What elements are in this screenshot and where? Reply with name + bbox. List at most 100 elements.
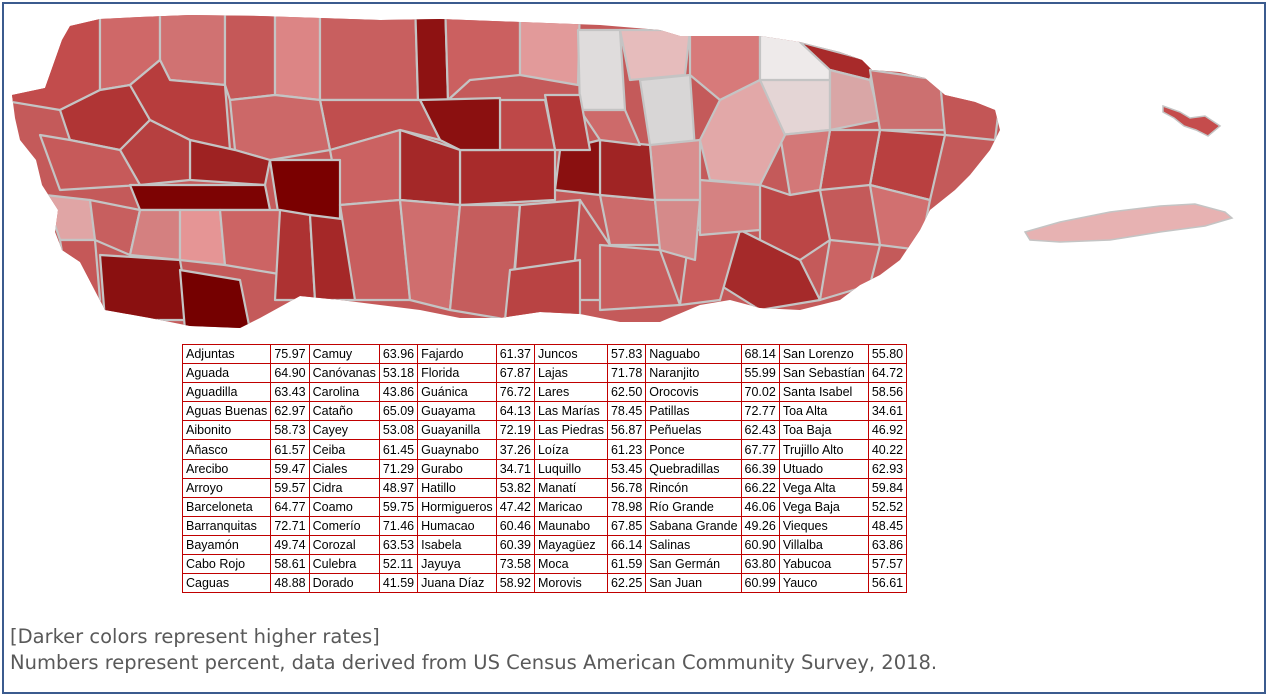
map-region bbox=[653, 198, 702, 262]
map-region bbox=[598, 193, 662, 247]
municipality-name: Culebra bbox=[308, 554, 380, 575]
municipality-name: Naranjito bbox=[645, 363, 742, 384]
municipality-value: 58.73 bbox=[270, 420, 310, 441]
map-region bbox=[578, 108, 642, 147]
municipality-value: 56.78 bbox=[606, 477, 647, 498]
municipality-value: 70.02 bbox=[740, 382, 780, 403]
municipality-value: 63.86 bbox=[867, 534, 908, 556]
municipality-name: Toa Baja bbox=[778, 420, 869, 441]
municipality-name: Barranquitas bbox=[181, 515, 272, 536]
municipality-name: Río Grande bbox=[645, 496, 742, 517]
municipality-value: 52.52 bbox=[867, 496, 908, 517]
municipality-name: Cataño bbox=[308, 401, 380, 422]
municipality-name: Cayey bbox=[308, 420, 380, 441]
municipality-value: 61.23 bbox=[606, 439, 647, 460]
map-region bbox=[178, 208, 227, 267]
municipality-value: 55.80 bbox=[867, 343, 908, 365]
municipality-name: Bayamón bbox=[181, 534, 272, 556]
map-region bbox=[518, 15, 582, 87]
municipality-value: 59.84 bbox=[867, 477, 908, 498]
map-region bbox=[58, 238, 102, 302]
municipality-value: 53.08 bbox=[378, 420, 419, 441]
puerto-rico-choropleth-map bbox=[12, 15, 1234, 328]
municipality-value: 48.97 bbox=[378, 477, 419, 498]
map-region bbox=[12, 15, 102, 112]
municipality-name: Naguabo bbox=[645, 343, 742, 365]
municipality-value: 63.96 bbox=[378, 343, 419, 365]
map-region bbox=[868, 68, 947, 132]
municipality-name: Caguas bbox=[181, 573, 272, 594]
municipality-name: Guayama bbox=[417, 401, 497, 422]
municipality-name: Salinas bbox=[645, 534, 742, 556]
municipality-name: San Juan bbox=[645, 573, 742, 594]
municipality-value: 62.50 bbox=[606, 382, 647, 403]
municipality-value: 58.61 bbox=[270, 554, 310, 575]
municipality-value: 48.45 bbox=[867, 515, 908, 536]
municipality-value: 53.18 bbox=[378, 363, 419, 384]
municipality-name: Morovis bbox=[533, 573, 608, 594]
municipality-name: Yauco bbox=[778, 573, 869, 594]
municipality-value: 63.53 bbox=[378, 534, 419, 556]
municipality-name: Juana Díaz bbox=[417, 573, 497, 594]
municipality-name: Aibonito bbox=[181, 420, 272, 441]
municipality-name: Villalba bbox=[778, 534, 869, 556]
municipality-name: Arroyo bbox=[181, 477, 272, 498]
municipality-name: Maricao bbox=[533, 496, 608, 517]
map-region bbox=[223, 15, 277, 102]
municipality-name: Comerío bbox=[308, 515, 380, 536]
map-region bbox=[576, 28, 627, 112]
municipality-name: Aguada bbox=[181, 363, 272, 384]
map-region bbox=[818, 238, 882, 302]
municipality-value: 63.80 bbox=[740, 554, 780, 575]
municipality-name: Gurabo bbox=[417, 458, 497, 479]
municipality-value: 71.29 bbox=[378, 458, 419, 479]
municipality-name: Fajardo bbox=[417, 343, 497, 365]
municipality-name: San Lorenzo bbox=[778, 343, 869, 365]
map-region bbox=[598, 138, 657, 202]
municipality-name: Aguadilla bbox=[181, 382, 272, 403]
municipality-name: Loíza bbox=[533, 439, 608, 460]
municipality-value: 37.26 bbox=[495, 439, 535, 460]
municipality-name: Sabana Grande bbox=[645, 515, 742, 536]
municipality-name: San Sebastían bbox=[778, 363, 869, 384]
municipality-name: Lares bbox=[533, 382, 608, 403]
municipality-value: 67.87 bbox=[495, 363, 535, 384]
municipality-value: 59.47 bbox=[270, 458, 310, 479]
municipality-value: 78.98 bbox=[606, 496, 647, 517]
municipality-value: 76.72 bbox=[495, 382, 535, 403]
municipality-value: 48.88 bbox=[270, 573, 310, 594]
map-region bbox=[98, 253, 192, 322]
municipality-value: 61.57 bbox=[270, 439, 310, 460]
municipality-name: Isabela bbox=[417, 534, 497, 556]
municipality-value: 65.09 bbox=[378, 401, 419, 422]
municipality-value: 59.75 bbox=[378, 496, 419, 517]
municipality-value: 78.45 bbox=[606, 401, 647, 422]
municipality-name: Santa Isabel bbox=[778, 382, 869, 403]
municipality-value: 71.46 bbox=[378, 515, 419, 536]
municipality-value: 73.58 bbox=[495, 554, 535, 575]
municipality-value: 59.57 bbox=[270, 477, 310, 498]
map-region bbox=[128, 183, 272, 212]
municipality-value: 55.99 bbox=[740, 363, 780, 384]
municipality-value: 61.37 bbox=[495, 343, 535, 365]
map-region bbox=[503, 258, 582, 322]
municipality-name: Guayanilla bbox=[417, 420, 497, 441]
municipality-value: 61.45 bbox=[378, 439, 419, 460]
municipality-name: Lajas bbox=[533, 363, 608, 384]
map-region bbox=[218, 208, 287, 277]
municipality-value: 49.26 bbox=[740, 515, 780, 536]
map-region bbox=[598, 243, 682, 312]
municipality-name: Maunabo bbox=[533, 515, 608, 536]
municipality-value: 62.43 bbox=[740, 420, 780, 441]
municipality-value: 68.14 bbox=[740, 343, 780, 365]
municipality-name: Moca bbox=[533, 554, 608, 575]
municipality-value: 34.71 bbox=[495, 458, 535, 479]
municipality-value: 47.42 bbox=[495, 496, 535, 517]
culebra-island bbox=[1162, 104, 1222, 137]
